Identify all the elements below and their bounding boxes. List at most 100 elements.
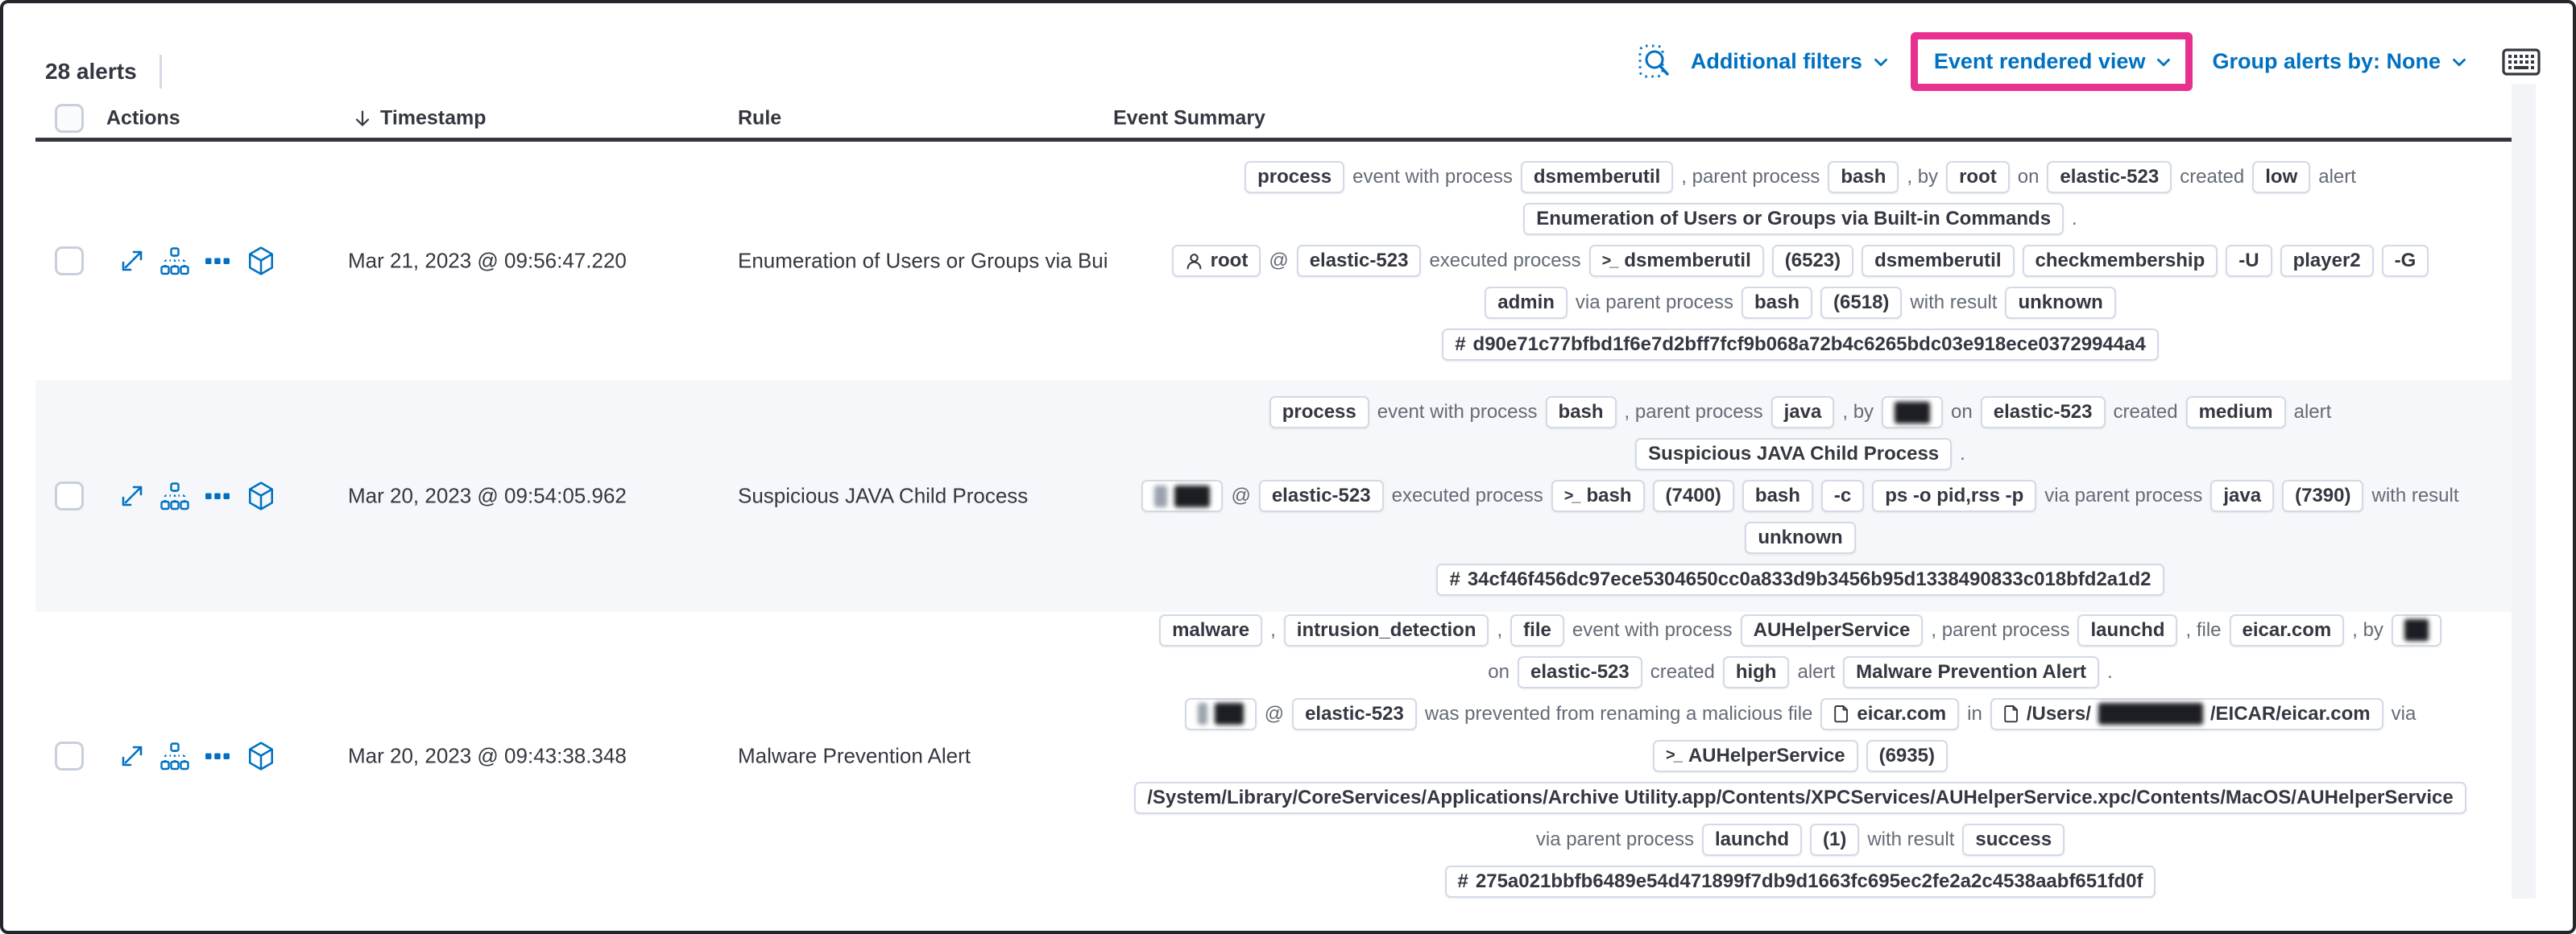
- summary-text: executed process: [1429, 250, 1581, 271]
- summary-badge[interactable]: #d90e71c77bfbd1f6e7d2bff7fcf9b068a72b4c6…: [1442, 329, 2159, 361]
- summary-badge[interactable]: [1882, 396, 1944, 428]
- summary-badge[interactable]: success: [1962, 823, 2065, 856]
- summary-badge[interactable]: #275a021bbfb6489e54d471899f7db9d1663fc69…: [1444, 865, 2156, 898]
- badge-text: admin: [1497, 291, 1555, 313]
- badge-text: -G: [2394, 250, 2417, 271]
- summary-badge[interactable]: low: [2252, 161, 2311, 193]
- analyzer-button[interactable]: [160, 246, 189, 275]
- summary-badge[interactable]: elastic-523: [1292, 697, 1417, 730]
- summary-badge[interactable]: eicar.com: [1820, 697, 1960, 730]
- summary-badge[interactable]: launchd: [2077, 614, 2178, 647]
- summary-badge[interactable]: ps -o pid,rss -p: [1872, 480, 2037, 512]
- keyboard-shortcuts-icon[interactable]: [2502, 46, 2541, 78]
- summary-badge[interactable]: /System/Library/CoreServices/Application…: [1134, 781, 2466, 814]
- summary-badge[interactable]: (7400): [1652, 480, 1734, 512]
- summary-badge[interactable]: root: [1946, 161, 2010, 193]
- summary-badge[interactable]: #34cf46f456dc97ece5304650cc0a833d9b3456b…: [1436, 564, 2164, 596]
- summary-text: created: [2180, 166, 2245, 188]
- badge-text: unknown: [2018, 291, 2103, 313]
- summary-badge[interactable]: AUHelperService: [1740, 614, 1924, 647]
- column-header-timestamp[interactable]: Timestamp: [351, 107, 487, 130]
- summary-badge[interactable]: /Users//EICAR/eicar.com: [1990, 697, 2383, 730]
- summary-badge[interactable]: process: [1269, 396, 1369, 428]
- summary-badge[interactable]: >_AUHelperService: [1653, 739, 1858, 772]
- badge-text: java: [2223, 485, 2262, 506]
- analyzer-button[interactable]: [160, 481, 189, 510]
- summary-badge[interactable]: (7390): [2282, 480, 2364, 512]
- badge-text: malware: [1172, 618, 1250, 641]
- summary-badge[interactable]: unknown: [1745, 522, 1856, 554]
- terminal-icon: >_: [1601, 251, 1619, 270]
- summary-badge[interactable]: java: [1770, 396, 1835, 428]
- summary-text: alert: [2318, 166, 2356, 188]
- summary-badge[interactable]: -c: [1820, 480, 1865, 512]
- summary-badge[interactable]: [2391, 614, 2441, 647]
- summary-badge[interactable]: checkmembership: [2022, 245, 2218, 277]
- summary-badge[interactable]: bash: [1741, 480, 1813, 512]
- summary-badge[interactable]: Malware Prevention Alert: [1843, 655, 2100, 688]
- summary-badge[interactable]: player2: [2280, 245, 2374, 277]
- row-checkbox[interactable]: [55, 246, 84, 275]
- summary-badge[interactable]: bash: [1828, 161, 1899, 193]
- summary-badge[interactable]: Suspicious JAVA Child Process: [1635, 438, 1953, 470]
- badge-text: bash: [1558, 401, 1604, 423]
- additional-filters-button[interactable]: Additional filters: [1691, 49, 1891, 74]
- summary-badge[interactable]: admin: [1485, 287, 1568, 319]
- summary-badge[interactable]: bash: [1545, 396, 1617, 428]
- summary-text: created: [1650, 660, 1715, 683]
- summary-badge[interactable]: launchd: [1701, 823, 1802, 856]
- summary-badge[interactable]: (6935): [1866, 739, 1948, 772]
- summary-badge[interactable]: [1184, 697, 1257, 730]
- summary-badge[interactable]: elastic-523: [2047, 161, 2172, 193]
- summary-badge[interactable]: -U: [2226, 245, 2272, 277]
- summary-text: created: [2113, 401, 2178, 423]
- summary-badge[interactable]: malware: [1159, 614, 1263, 647]
- summary-badge[interactable]: (6518): [1820, 287, 1903, 319]
- row-checkbox[interactable]: [55, 741, 84, 771]
- summary-badge[interactable]: dsmemberutil: [1520, 161, 1674, 193]
- summary-badge[interactable]: process: [1245, 161, 1345, 193]
- vertical-scrollbar[interactable]: [2512, 84, 2536, 899]
- summary-badge[interactable]: (6523): [1771, 245, 1854, 277]
- row-checkbox[interactable]: [55, 481, 84, 510]
- summary-badge[interactable]: elastic-523: [1517, 655, 1642, 688]
- summary-badge[interactable]: elastic-523: [1296, 245, 1422, 277]
- event-rendered-view-button[interactable]: Event rendered view: [1934, 49, 2175, 74]
- session-view-button[interactable]: [246, 741, 276, 771]
- summary-badge[interactable]: elastic-523: [1980, 396, 2106, 428]
- summary-badge[interactable]: [1141, 480, 1224, 512]
- summary-badge[interactable]: (1): [1809, 823, 1860, 856]
- expand-alert-button[interactable]: [118, 481, 147, 510]
- summary-badge[interactable]: intrusion_detection: [1283, 614, 1489, 647]
- expand-alert-button[interactable]: [118, 742, 147, 771]
- summary-badge[interactable]: Enumeration of Users or Groups via Built…: [1523, 203, 2065, 235]
- summary-badge[interactable]: root: [1171, 245, 1261, 277]
- summary-badge[interactable]: dsmemberutil: [1862, 245, 2015, 277]
- more-actions-button[interactable]: [203, 246, 232, 275]
- summary-badge[interactable]: unknown: [2005, 287, 2116, 319]
- summary-badge[interactable]: elastic-523: [1258, 480, 1384, 512]
- summary-badge[interactable]: >_bash: [1551, 480, 1645, 512]
- expand-alert-button[interactable]: [118, 246, 147, 275]
- more-actions-button[interactable]: [203, 742, 232, 771]
- more-actions-button[interactable]: [203, 481, 232, 510]
- summary-badge[interactable]: bash: [1741, 287, 1813, 319]
- badge-text: (6523): [1784, 250, 1841, 271]
- summary-badge[interactable]: java: [2210, 480, 2275, 512]
- summary-badge[interactable]: medium: [2185, 396, 2286, 428]
- summary-badge[interactable]: >_ dsmemberutil: [1588, 245, 1764, 277]
- inspect-icon[interactable]: [1638, 43, 1673, 81]
- select-all-checkbox[interactable]: [55, 104, 84, 133]
- session-view-button[interactable]: [246, 246, 276, 276]
- group-alerts-by-button[interactable]: Group alerts by: None: [2212, 49, 2470, 74]
- summary-badge[interactable]: file: [1510, 614, 1564, 647]
- summary-text: via: [2391, 702, 2417, 725]
- analyzer-button[interactable]: [160, 742, 189, 771]
- summary-badge[interactable]: high: [1722, 655, 1790, 688]
- summary-badge[interactable]: eicar.com: [2229, 614, 2345, 647]
- summary-text: alert: [1797, 660, 1836, 683]
- badge-text: dsmemberutil: [1624, 250, 1751, 271]
- session-view-button[interactable]: [246, 481, 276, 511]
- summary-badge[interactable]: -G: [2381, 245, 2429, 277]
